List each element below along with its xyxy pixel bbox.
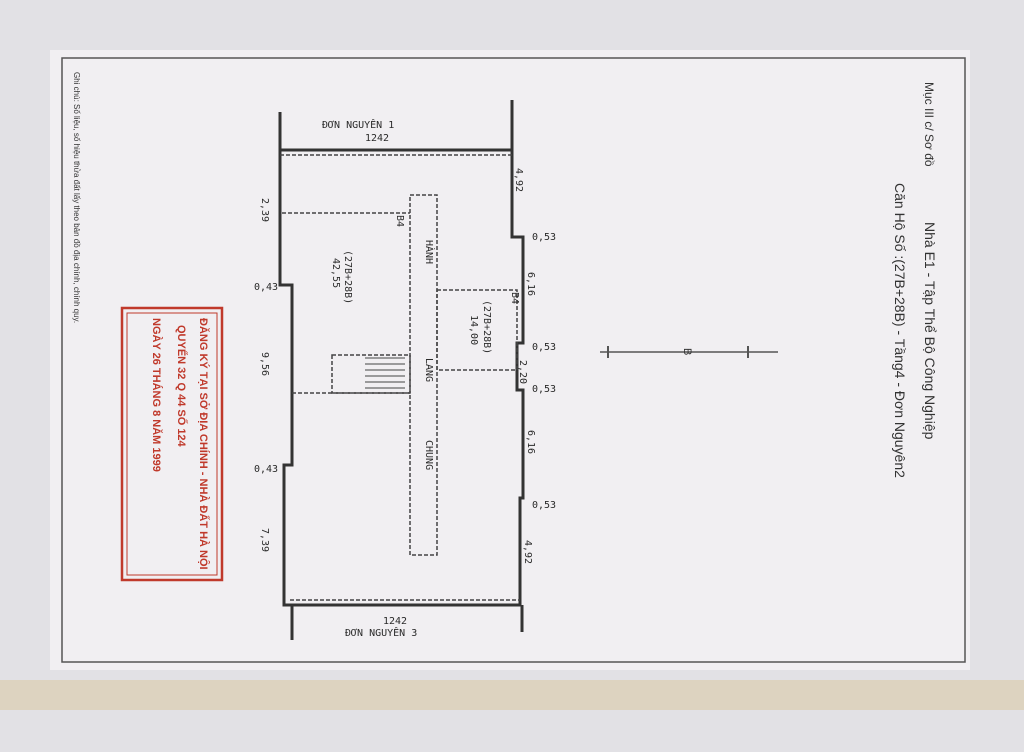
dimension-label: 0,53 bbox=[532, 342, 556, 353]
apartment-title: Căn Hộ Số :(27B+28B) - Tầng4 - Đơn Nguyê… bbox=[892, 183, 908, 478]
dimension-label: 9,56 bbox=[259, 352, 270, 376]
paper-edge bbox=[0, 680, 1024, 710]
dimension-label: 7,39 bbox=[259, 528, 270, 552]
corridor-label-2: LANG bbox=[423, 358, 434, 382]
dimension-label: ĐĂNG KÝ TẠI SỞ ĐỊA CHÍNH - NHÀ ĐẤT HÀ NỘ… bbox=[197, 318, 210, 570]
dimension-label: 6,16 bbox=[525, 430, 536, 454]
dimension-label: 2,39 bbox=[259, 198, 270, 222]
building-title: Nhà E1 - Tập Thể Bộ Công Nghiệp bbox=[922, 222, 938, 440]
paper-sheet bbox=[50, 50, 970, 670]
main-room-area: 42,55 bbox=[330, 258, 341, 288]
corridor-label-3: CHUNG bbox=[423, 440, 434, 470]
dimension-label: 0,43 bbox=[254, 282, 278, 293]
dimension-label: 4,92 bbox=[522, 540, 533, 564]
dimension-label: 6,16 bbox=[525, 272, 536, 296]
corridor-label-1: HÀNH bbox=[423, 240, 436, 264]
dimension-label: 0,53 bbox=[532, 232, 556, 243]
bottom-width-dim: 1242 bbox=[383, 616, 407, 627]
small-room-id: (27B+28B) bbox=[481, 300, 492, 354]
dimension-label: B4 bbox=[394, 215, 405, 227]
floor-plan: ĐƠN NGUYÊN 1 1242 1242 ĐƠN NGUYÊN 3 HÀNH… bbox=[254, 100, 556, 640]
scale-bar: B bbox=[600, 346, 778, 358]
dimension-label: QUYỂN 32 Q 44 SỐ 124 bbox=[175, 325, 189, 448]
dimension-label: B bbox=[681, 348, 693, 355]
section-label: Mục III c/ Sơ đồ bbox=[922, 82, 936, 167]
dimension-label: 0,53 bbox=[532, 500, 556, 511]
registration-stamp: ĐĂNG KÝ TẠI SỞ ĐỊA CHÍNH - NHÀ ĐẤT HÀ NỘ… bbox=[120, 306, 224, 582]
document-border bbox=[61, 57, 966, 663]
dimension-label: 0,53 bbox=[532, 384, 556, 395]
dimension-label: NGÀY 26 THÁNG 8 NĂM 1999 bbox=[150, 318, 163, 472]
top-width-dim: 1242 bbox=[365, 133, 389, 144]
dimension-label: 2,20 bbox=[517, 360, 528, 384]
dimension-label: 0,43 bbox=[254, 464, 278, 475]
small-room-area: 14,00 bbox=[468, 315, 479, 345]
bottom-neighbor-label: ĐƠN NGUYÊN 3 bbox=[345, 626, 417, 639]
top-neighbor-label: ĐƠN NGUYÊN 1 bbox=[322, 118, 394, 131]
footnote: Ghi chú: Số liệu, số hiệu thửa đất lấy t… bbox=[72, 72, 81, 323]
dimension-label: B4 bbox=[509, 292, 520, 304]
dimension-label: 4,92 bbox=[513, 168, 524, 192]
main-room-id: (27B+28B) bbox=[342, 250, 353, 304]
